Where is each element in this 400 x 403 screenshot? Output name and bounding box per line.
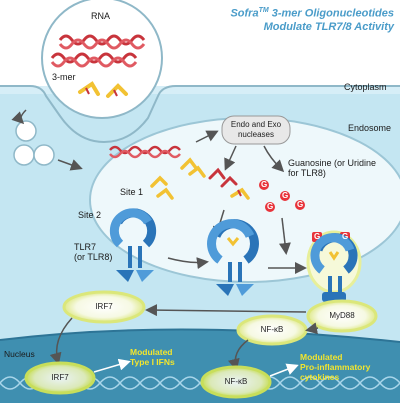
nfkb-top-label: NF-κB — [260, 325, 284, 334]
arrow-myd88-to-irf7 — [145, 304, 307, 317]
irf7-nucleus-node — [24, 361, 96, 395]
guanosine-label: Guanosine (or Uridine for TLR8) — [288, 158, 377, 178]
diagram-title: SofraTM 3-mer Oligonucleotides Modulate … — [230, 7, 394, 33]
myd88-node — [306, 299, 378, 333]
nucleus-region — [0, 329, 400, 403]
three-mer-oligos — [78, 81, 128, 98]
g-bound: G — [314, 232, 321, 241]
arrow-irf7-into-nucleus — [49, 317, 73, 365]
three-mer-label: 3-mer — [52, 72, 76, 82]
nucleus-label: Nucleus — [4, 349, 35, 359]
arrow-irf7-output — [93, 358, 131, 373]
cytokine-output: Modulated Pro-inflammatory cytokines — [300, 352, 371, 382]
g-bound: G — [342, 232, 349, 241]
nucleases-box — [221, 115, 291, 145]
arrow-nuclease-to-guanosine — [263, 145, 285, 173]
g-nucleoside: G — [267, 202, 274, 211]
small-vesicle — [33, 144, 55, 166]
guanosine-nucleosides — [259, 180, 305, 212]
g-nucleoside: G — [261, 180, 268, 189]
type-i-ifn-output: Modulated Type I IFNs — [130, 347, 175, 367]
tlr7-label: TLR7 (or TLR8) — [74, 242, 113, 262]
rna-strands — [50, 34, 146, 68]
rna-label: RNA — [91, 11, 111, 21]
site2-label: Site 2 — [78, 210, 102, 220]
plasma-membrane — [0, 85, 400, 144]
endosome-label: Endosome — [348, 123, 392, 133]
tlr-receptor-activated — [306, 230, 362, 302]
arrow-nuclease-to-fragments — [224, 145, 237, 171]
myd88-label: MyD88 — [329, 311, 355, 320]
cytoplasm-label: Cytoplasm — [344, 82, 387, 92]
tlr7-receptor — [109, 208, 157, 282]
nfkb-nucleus-node — [200, 365, 272, 399]
arrow-receptor-shift — [167, 257, 209, 270]
irf7-nucleus-label: IRF7 — [51, 373, 69, 382]
g-nucleoside: G — [282, 191, 289, 200]
arrow-endocytosis — [11, 109, 27, 125]
small-vesicle — [13, 144, 35, 166]
arrow-nfkb-into-nucleus — [228, 339, 249, 371]
small-vesicle — [15, 120, 37, 142]
site1-label: Site 1 — [120, 187, 144, 197]
g-nucleoside: G — [297, 200, 304, 209]
rna-fragments — [208, 167, 250, 200]
nucleases-label: Endo and Exo nucleases — [230, 120, 282, 139]
endosome-rna — [109, 145, 181, 159]
arrow-g-down — [278, 217, 291, 255]
endocytic-vesicle — [41, 0, 163, 119]
tlr-receptor-bound — [207, 219, 259, 296]
irf7-top-label: IRF7 — [95, 302, 113, 311]
three-mer-pair — [150, 175, 174, 200]
arrow-nfkb-output — [269, 363, 299, 377]
irf7-top-node — [62, 290, 146, 324]
arrow-to-nucleases — [195, 130, 219, 143]
arrow-vesicle-to-endosome — [57, 159, 83, 171]
nfkb-nucleus-label: NF-κB — [224, 377, 248, 386]
arrow-myd88-to-nfkb — [305, 322, 319, 335]
